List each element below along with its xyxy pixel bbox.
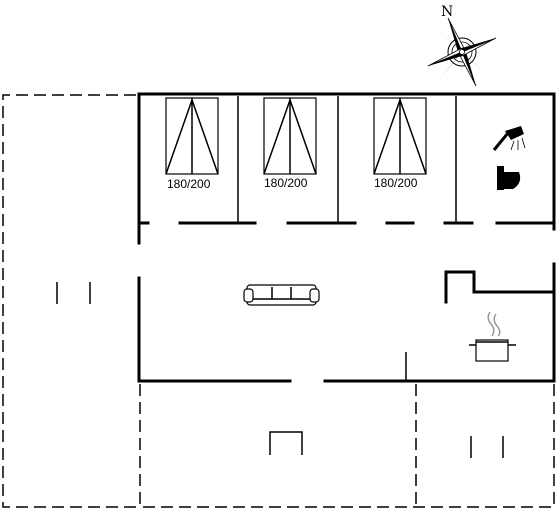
outdoor-bench-left [56,282,91,304]
cooking-pot-icon [469,311,516,362]
bedroom-1: 180/200 [165,97,219,191]
north-label: N [441,4,453,20]
exterior-walls [137,92,556,383]
bed-double-3 [373,97,427,175]
compass-rose-icon: N [427,4,497,87]
sofa-icon [243,284,320,306]
bed-size-label: 180/200 [264,176,308,190]
bed-double-1 [165,97,219,175]
dashed-terrace-bottom [139,384,555,508]
interior-walls [137,96,556,381]
outdoor-bench-right [470,436,504,458]
shower-icon [492,126,526,151]
bed-size-label: 180/200 [167,177,211,191]
bed-size-label: 180/200 [374,176,418,190]
bedroom-3: 180/200 [373,97,427,190]
bedroom-2: 180/200 [263,97,317,190]
dashed-terrace-left [2,94,136,508]
bed-double-2 [263,97,317,175]
outdoor-table [269,431,303,455]
toilet-icon [497,166,521,190]
